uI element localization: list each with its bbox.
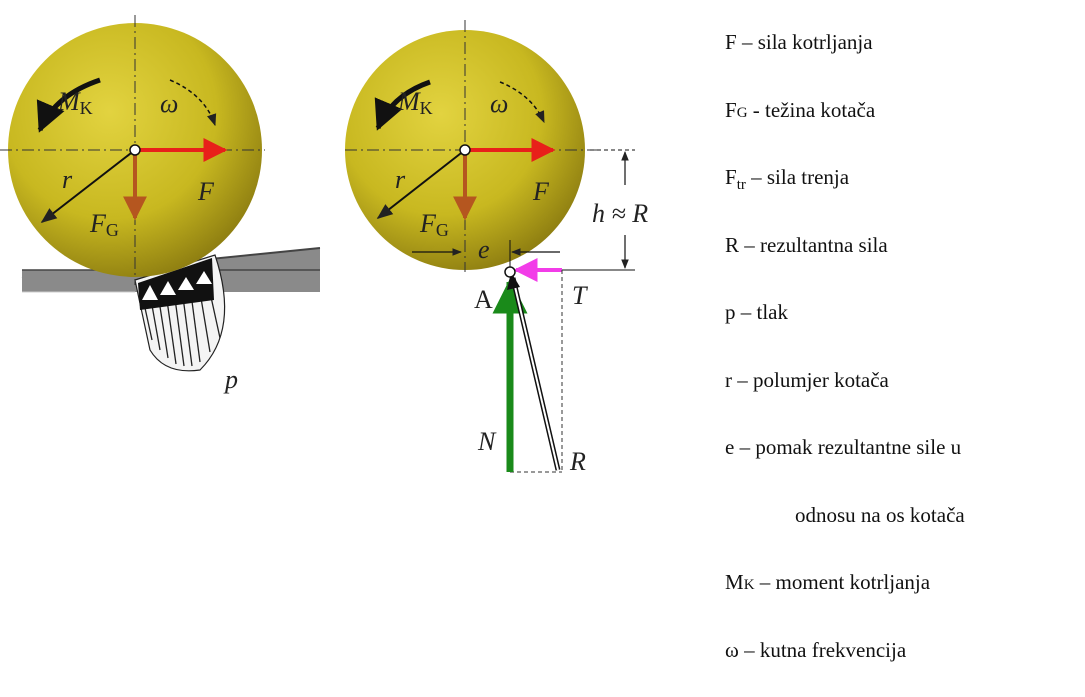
left-pressure-label: p [223, 365, 238, 394]
right-omega-label: ω [490, 89, 508, 118]
left-radius-label: r [62, 165, 73, 194]
left-center-point [130, 145, 140, 155]
legend-item-continuation: odnosu na os kotača [725, 495, 1080, 563]
left-force-label: F [197, 177, 215, 206]
normal-label: N [477, 427, 497, 456]
height-label: h ≈ R [592, 199, 648, 228]
resultant-label: R [569, 447, 586, 476]
legend-item: r – polumjer kotača [725, 360, 1080, 428]
contact-point [505, 267, 515, 277]
tangential-label: T [572, 281, 588, 310]
legend-item: FG - težina kotača [725, 90, 1080, 158]
right-force-label: F [532, 177, 550, 206]
legend-item: p – tlak [725, 292, 1080, 360]
point-a-label: A [474, 285, 493, 314]
legend-item: e – pomak rezultantne sile u [725, 427, 1080, 495]
right-center-point [460, 145, 470, 155]
left-omega-label: ω [160, 89, 178, 118]
legend-item: R – rezultantna sila [725, 225, 1080, 293]
right-radius-label: r [395, 165, 406, 194]
offset-label: e [478, 235, 490, 264]
wheel-diagram-svg: MK ω r F FG p [0, 0, 690, 500]
wheel-diagram: MK ω r F FG p [0, 0, 690, 500]
legend-item: F – sila kotrljanja [725, 22, 1080, 90]
legend-item: MK – moment kotrljanja [725, 562, 1080, 630]
right-wheel-group: MK ω r F FG e h ≈ R T A N R [345, 20, 648, 476]
left-wheel-group: MK ω r F FG p [0, 15, 320, 394]
legend-item: ω – kutna frekvencija [725, 630, 1080, 697]
legend-item: Ftr – sila trenja [725, 157, 1080, 225]
legend-list: F – sila kotrljanja FG - težina kotača F… [725, 22, 1080, 697]
